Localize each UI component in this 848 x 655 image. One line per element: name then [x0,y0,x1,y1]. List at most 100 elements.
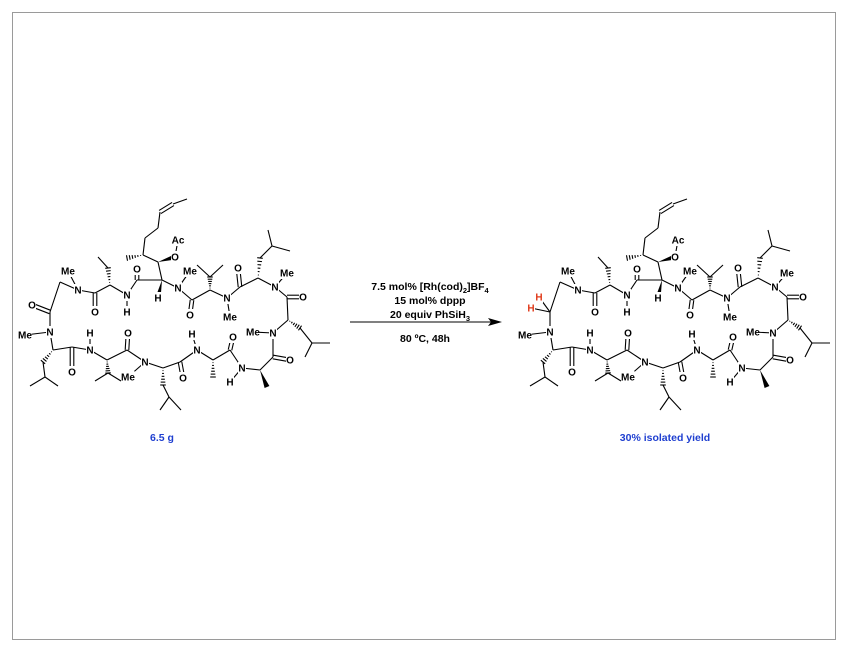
hashed-bond [105,270,111,272]
atom-label-background [246,326,260,338]
atom-label-n: N [771,283,778,294]
atom-label-o: O [786,356,794,367]
atom-label-background [133,263,141,275]
ring-bond [662,361,681,369]
ring-bond [49,281,61,313]
atom-label-background [188,328,196,340]
atom-label-n: N [674,284,681,295]
atom-label-background [223,292,231,304]
hashed-bond [131,255,134,259]
single-bond [767,229,773,247]
atom-label-background [633,263,641,275]
condition-catalyst: 7.5 mol% [Rh(cod)2]BF4 [371,281,489,295]
product-caption: 30% isolated yield [620,432,710,444]
ring-bond [739,277,759,288]
atom-label-h: H [123,308,130,319]
atom-label-n: N [586,346,593,357]
ring-bond [239,277,259,288]
single-bond [267,229,273,247]
single-bond [771,245,791,252]
single-bond [672,198,688,205]
atom-label-background [234,262,242,274]
ring-bond [106,349,128,361]
hashed-bond [44,356,49,360]
atom-label-background [546,326,554,338]
atom-label-o: O [624,329,632,340]
single-bond [597,256,609,269]
reaction-conditions: 7.5 mol% [Rh(cod)2]BF4 15 mol% dppp 20 e… [350,281,502,345]
atom-label-background [586,344,594,356]
atom-label-n: N [86,346,93,357]
hashed-bond [50,351,53,353]
atom-label-background [271,281,279,293]
atom-label-o: O [686,311,694,322]
double-bond [160,205,175,215]
atom-label-o: O [729,333,737,344]
atom-label-me: Me [621,373,635,384]
single-bond [94,372,109,382]
single-bond [97,256,109,269]
highlighted-hydrogen-label: H [535,293,542,304]
atom-label-o: O [68,368,76,379]
wedge-bond [260,370,270,388]
single-bond [259,245,273,259]
atom-label-n: N [641,358,648,369]
ring-bond [712,349,731,361]
condition-silane: 20 equiv PhSiH3 [390,309,470,323]
atom-label-h: H [226,378,233,389]
hashed-bond [290,321,293,324]
atom-label-me: Me [223,313,237,324]
atom-label-background [86,327,94,339]
single-bond [168,396,182,411]
atom-label-background [693,344,701,356]
atom-label-background [771,281,779,293]
atom-label-background [174,282,182,294]
hashed-bond [105,267,111,269]
atom-label-background [171,234,185,246]
atom-label-background [674,282,682,294]
single-bond [696,264,711,278]
ring-bond [162,361,181,369]
atom-label-background [686,309,694,321]
wedge-bond [760,370,770,388]
atom-label-o: O [633,265,641,276]
atom-label-n: N [238,364,245,375]
hashed-bond [631,255,634,259]
single-bond [42,361,46,378]
single-bond [196,264,211,278]
atom-label-background [91,306,99,318]
atom-label-h: H [586,329,593,340]
single-bond [271,245,291,252]
atom-label-background [769,327,777,339]
hashed-bond [548,352,551,355]
atom-label-h: H [188,330,195,341]
atom-label-background [61,265,75,277]
ring-bond [594,284,611,294]
ring-bond [759,356,774,371]
hashed-bond [540,359,546,365]
atom-label-n: N [123,291,130,302]
single-bond [209,264,224,278]
atom-label-o: O [299,293,307,304]
atom-label-o: O [91,308,99,319]
single-bond [804,342,813,358]
hashed-bond [294,323,298,328]
single-bond [644,227,659,239]
ring-bond [94,284,111,294]
hashed-bond [128,255,131,260]
double-bond [658,201,673,211]
single-bond [304,342,313,358]
hashed-bond [625,255,629,261]
atom-label-background [679,372,687,384]
ring-bond [549,281,561,313]
atom-label-background [683,265,697,277]
atom-label-background [74,284,82,296]
atom-label-background [18,329,32,341]
single-bond [709,264,724,278]
atom-label-me: Me [183,267,197,278]
hashed-bond [794,323,798,328]
atom-label-n: N [723,294,730,305]
hashed-bond [796,324,800,329]
